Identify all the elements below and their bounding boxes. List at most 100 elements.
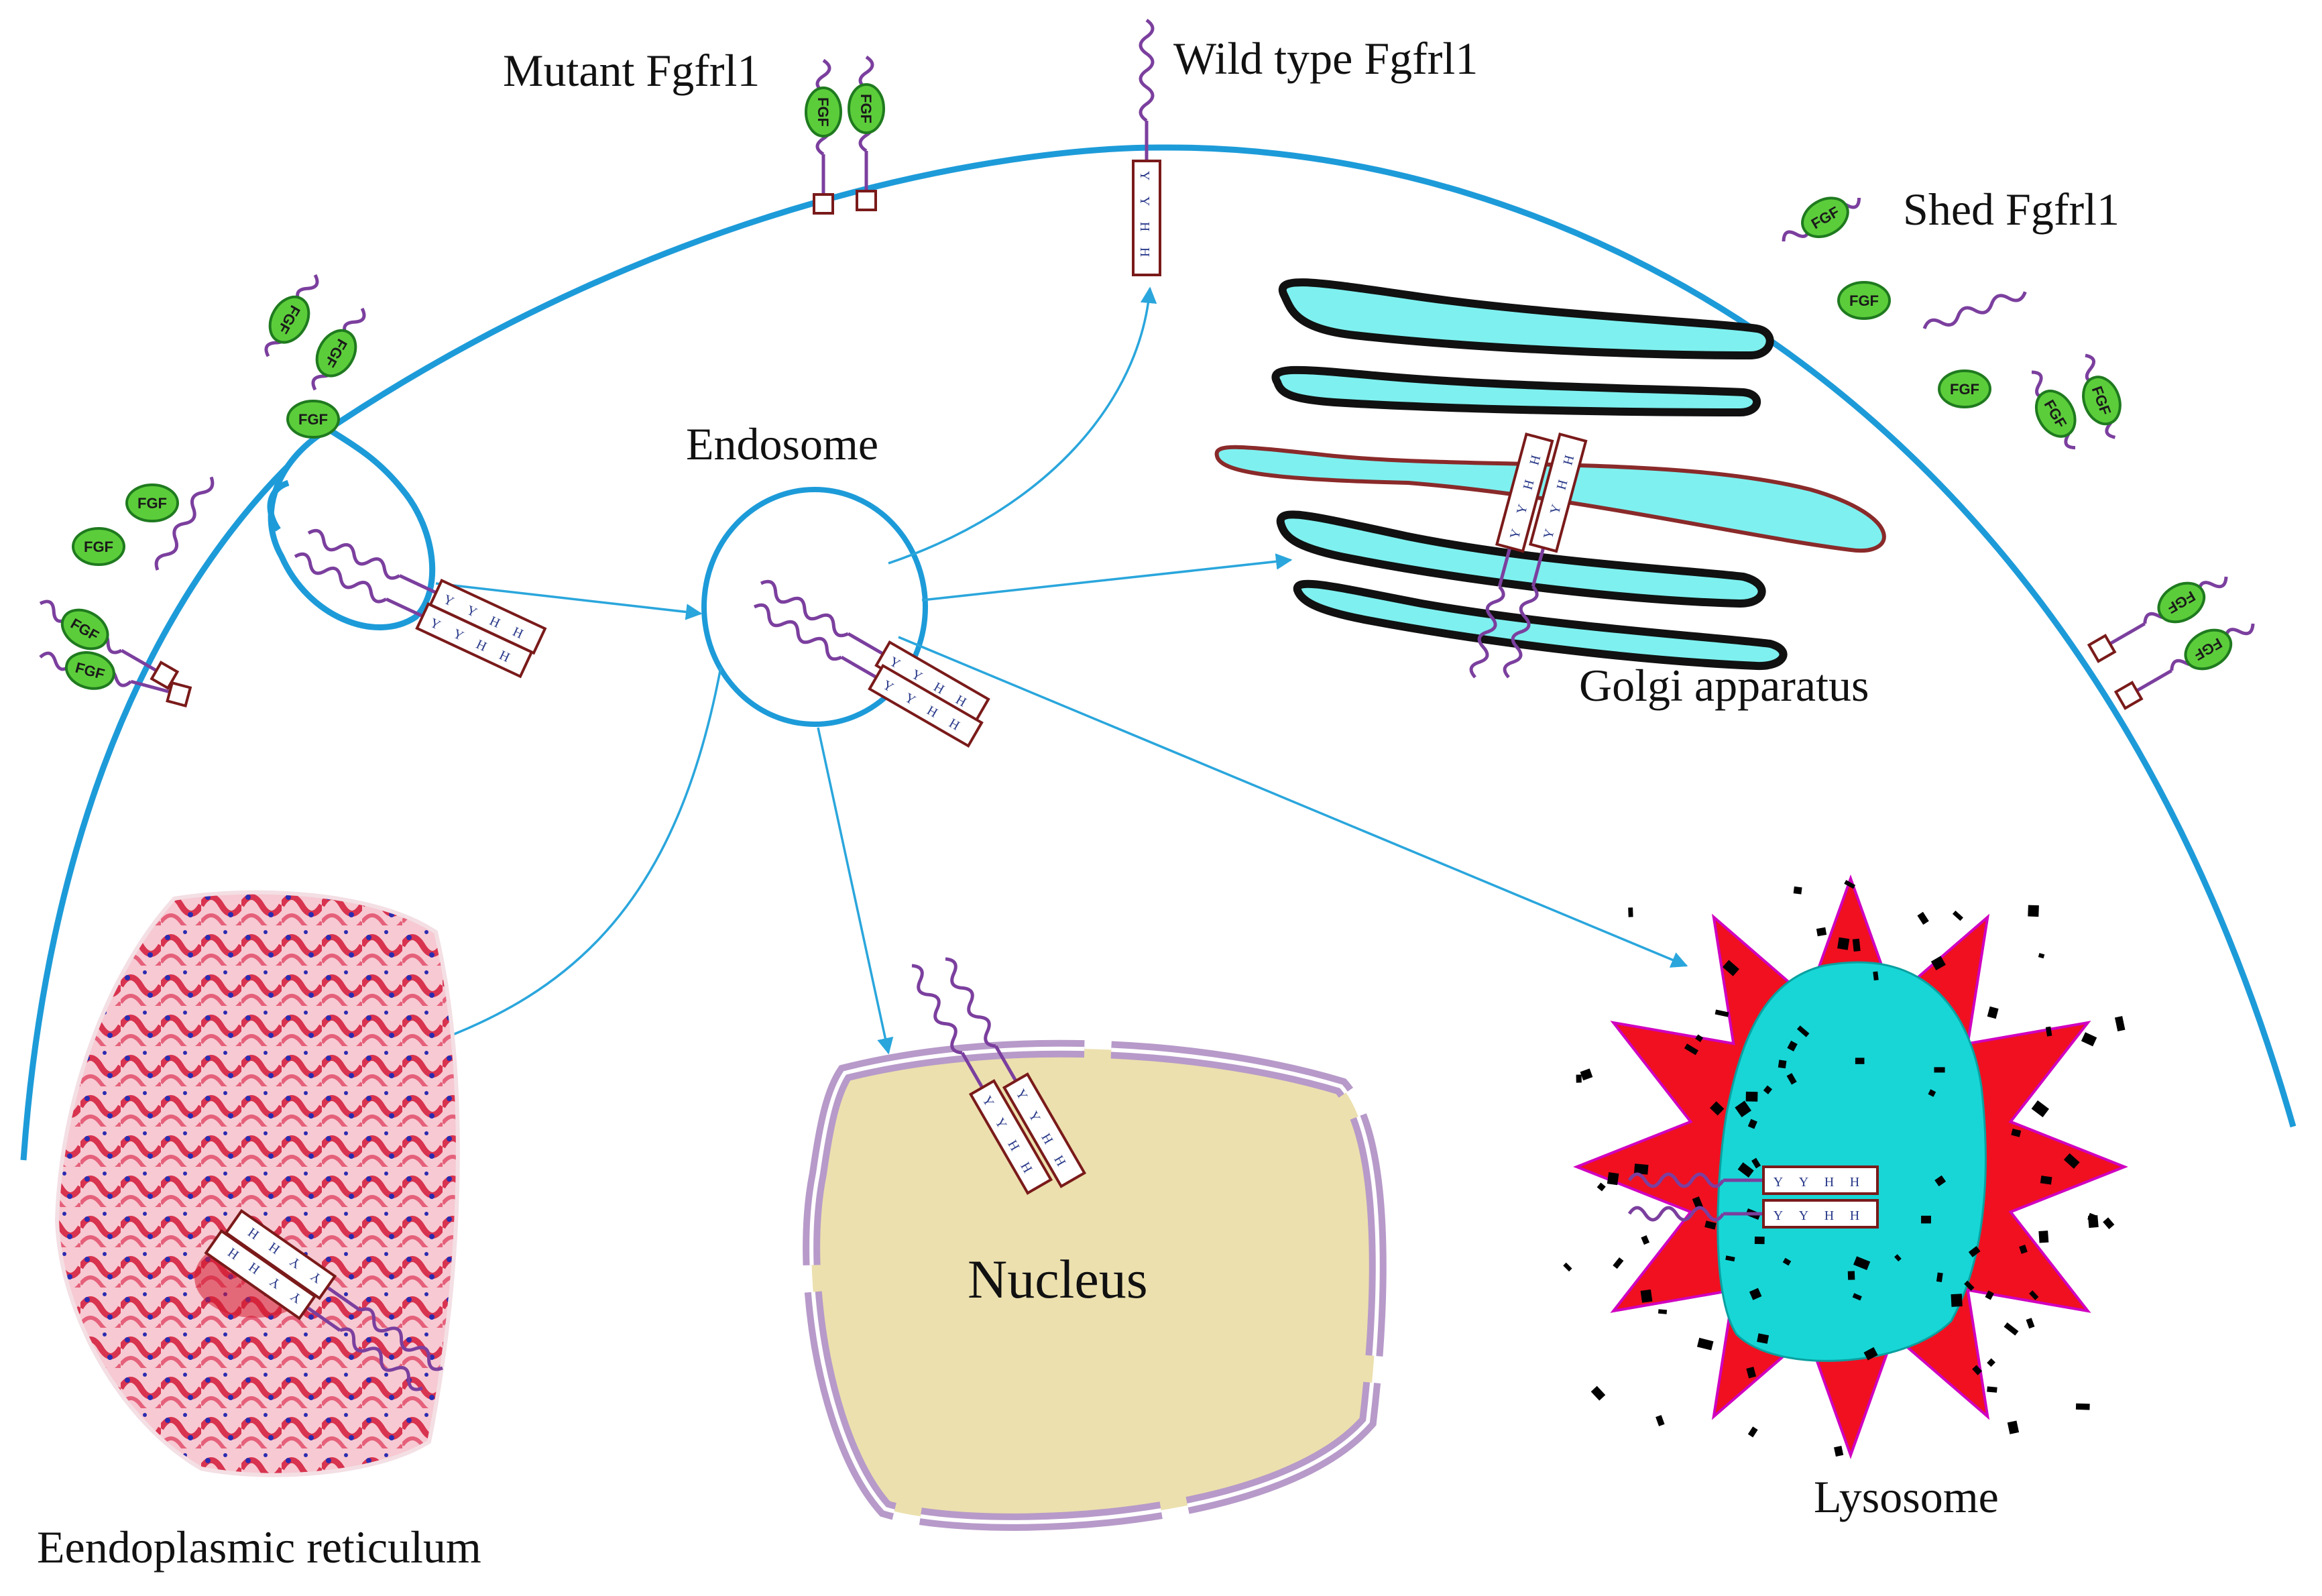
receptor-ectodomain [359,1307,443,1371]
motif-letter: H [1560,453,1577,467]
fgf-label: FGF [298,411,328,428]
motif-box [204,1229,317,1320]
label-nucleus: Nucleus [968,1249,1148,1310]
receptor-stalk [2109,622,2146,646]
motif-box [1002,1072,1087,1188]
motif-letter: Y [1799,1208,1808,1223]
arrow-endosome-to-er [420,667,722,1049]
motif-letter: H [1137,247,1152,257]
receptor-stalk [306,1306,341,1332]
mutant-fgfrl1-right-1: FGF [2087,576,2228,663]
receptor-ectodomain [1627,1172,1725,1188]
fgf-ligand: FGF [2034,390,2077,438]
fgf-ligand: FGF [2184,628,2233,671]
receptor-ectodomain [911,964,963,1055]
receptor-ectodomain [339,1327,423,1391]
motif-box [1495,432,1554,553]
shed-fgfrl1-left [154,476,215,571]
receptor-ectodomain [945,957,996,1048]
trafficking-arrows [420,286,1688,1055]
arrow-endosome-to-lysosome [898,636,1688,968]
receptor-stalk [2136,669,2173,693]
shed-fgfrl1-right-2 [1922,291,2027,329]
endosome [701,487,928,727]
receptor-stalk [994,1045,1018,1082]
arrow-endosome-to-golgi [921,553,1293,602]
arrow-endosome-to-membrane [888,286,1157,565]
shed-fgfrl1-fgf-1: FGF [264,274,319,357]
receptor-ectodomain [1139,18,1155,123]
fgf-ligand: FGF [2082,376,2122,426]
label-wild-type-fgfrl1: Wild type Fgfrl1 [1173,33,1478,84]
fgf-ligand: FGF [1801,196,1849,239]
truncated-tail-box [856,190,877,211]
fgf-ligand: FGF [315,329,357,378]
fgf-label: FGF [858,94,874,123]
motif-box [1528,432,1588,553]
receptor-stalk [1497,547,1512,587]
fgf-label: FGF [137,495,167,512]
receptor-ectodomain [294,552,388,604]
label-golgi-apparatus: Golgi apparatus [1579,660,1869,711]
arrow-pit-to-endosome [435,582,703,620]
motif-box [868,663,984,748]
receptor-ectodomain [1469,585,1505,679]
receptor-stalk [960,1051,984,1089]
receptor-stalk [120,648,158,673]
nucleus [803,1039,1387,1531]
endocytic-pit [268,425,436,630]
motif-letter: Y [1774,1208,1783,1223]
motif-letter: H [1527,453,1544,467]
fgf-ligand: FGF [805,87,842,137]
fgf-free-right-2: FGF [1938,369,1991,408]
mutant-fgfrl1-right-2: FGF [2113,623,2255,710]
motif-letter: H [1850,1208,1859,1223]
motif-letter: Y [1774,1175,1783,1190]
receptor-stalk [840,655,878,679]
lysosome-debris [1563,880,2126,1457]
receptor-ectodomain [760,579,849,638]
motif-letter: Y [1548,503,1564,516]
motif-box [1762,1165,1879,1195]
motif-letter: H [1824,1175,1834,1190]
receptor-stalk [1531,547,1546,587]
mutant-fgfrl1-1: FGF [805,58,842,215]
motif-box [1132,160,1161,276]
label-mutant-fgfrl1: Mutant Fgfrl1 [503,45,760,96]
motif-letter: H [1521,478,1537,492]
fgf-ligand: FGF [2157,581,2206,624]
motif-box [1762,1199,1879,1229]
motif-letter: Y [1137,171,1152,180]
fgf-ligand: FGF [848,83,885,134]
fgf-ligand: FGF [268,295,310,344]
fgf-ligand: FGF [64,651,115,690]
endoplasmic-reticulum [54,890,460,1477]
mutant-fgfrl1-left-2: FGF [39,651,192,707]
shed-fgfrl1-fgf-2: FGF [311,307,366,391]
motif-letter: Y [1799,1175,1808,1190]
label-lysosome: Lysosome [1814,1471,1999,1522]
truncated-tail-box [150,661,180,690]
mutant-fgfrl1-2: FGF [848,55,885,211]
motif-letter: H [1137,222,1152,231]
truncated-tail-box [2087,634,2117,663]
receptor-stalk [847,632,884,656]
fgf-label: FGF [1849,292,1879,309]
motif-letter: Y [1507,528,1524,541]
mutant-fgfrl1-left-1: FGF [39,600,180,690]
fgf-label: FGF [815,97,831,127]
fgf-free-2: FGF [125,483,179,522]
fgf-label: FGF [84,538,113,555]
fgf-label: FGF [1950,381,1979,398]
receptor-ectodomain [1503,585,1539,679]
receptor-stalk [326,1286,361,1312]
